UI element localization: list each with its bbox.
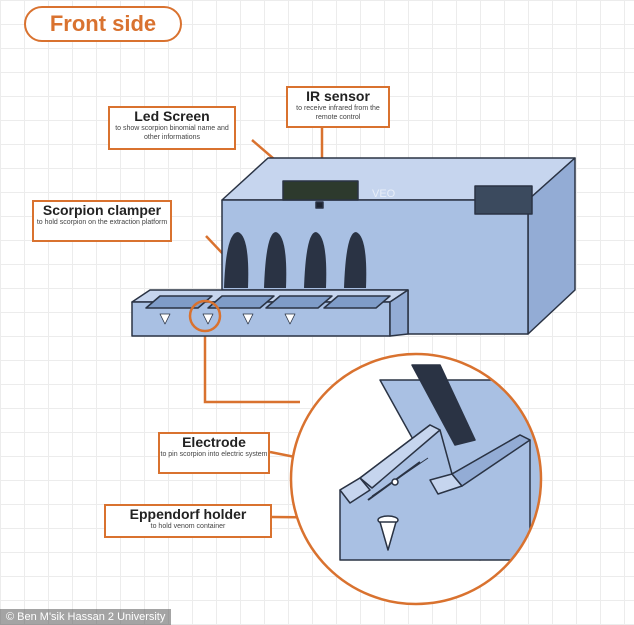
connector-zoom xyxy=(203,330,300,404)
clamper-slot-2 xyxy=(264,232,287,288)
callout-title: Eppendorf holder xyxy=(129,506,247,522)
zoom-groove-top xyxy=(359,424,441,489)
zoom-groove-right xyxy=(451,434,531,487)
zoom-clamper-slot xyxy=(411,364,476,446)
rail-3 xyxy=(265,295,333,309)
device-body xyxy=(221,157,576,335)
zoom-detail xyxy=(339,364,541,561)
callout-desc: to receive infrared from the remote cont… xyxy=(296,105,380,121)
rail-4 xyxy=(323,295,391,309)
callout-title: Led Screen xyxy=(134,108,210,124)
image-credit: © Ben M'sik Hassan 2 University xyxy=(0,609,172,625)
callout-title: IR sensor xyxy=(306,88,370,104)
rail-2 xyxy=(207,295,275,309)
callout-desc: to pin scorpion into electric system xyxy=(160,451,268,458)
callout-desc: to hold scorpion on the extraction platf… xyxy=(36,219,168,226)
callout-scorpion-clamper: Scorpion clamper to hold scorpion on the… xyxy=(32,200,172,242)
clamper-slot-3 xyxy=(304,232,327,288)
platform-eppendorf-tips xyxy=(159,313,296,325)
zoom-source-ring xyxy=(188,299,222,333)
zoom-ring xyxy=(289,352,543,606)
eppendorf-tube xyxy=(379,521,397,551)
tip-3 xyxy=(242,313,254,325)
clamper-slots xyxy=(224,232,367,288)
device-logo: VEO xyxy=(372,188,396,200)
callout-eppendorf-holder: Eppendorf holder to hold venom container xyxy=(104,504,272,538)
callout-title: Electrode xyxy=(182,434,246,450)
zoom-ridge-left xyxy=(339,477,371,504)
led-screen xyxy=(282,180,359,201)
clamper-slot-1 xyxy=(224,232,249,288)
extraction-platform xyxy=(131,289,409,337)
electrode-tip xyxy=(391,478,399,486)
callout-desc: to hold venom container xyxy=(150,523,226,530)
page-title: Front side xyxy=(24,6,182,42)
callout-led-screen: Led Screen to show scorpion binomial nam… xyxy=(108,106,236,150)
callout-title: Scorpion clamper xyxy=(42,202,162,218)
callout-ir-sensor: IR sensor to receive infrared from the r… xyxy=(286,86,390,128)
tip-4 xyxy=(284,313,296,325)
electrode-wire-2 xyxy=(371,457,429,497)
callout-desc: to show scorpion binomial name and other… xyxy=(115,125,229,141)
clamper-slot-4 xyxy=(344,232,367,288)
tip-1 xyxy=(159,313,171,325)
ir-sensor-window xyxy=(315,201,324,209)
tip-2 xyxy=(202,313,214,325)
callout-electrode: Electrode to pin scorpion into electric … xyxy=(158,432,270,474)
platform-side xyxy=(389,289,409,337)
side-window xyxy=(474,185,533,215)
platform-rails xyxy=(145,295,391,309)
